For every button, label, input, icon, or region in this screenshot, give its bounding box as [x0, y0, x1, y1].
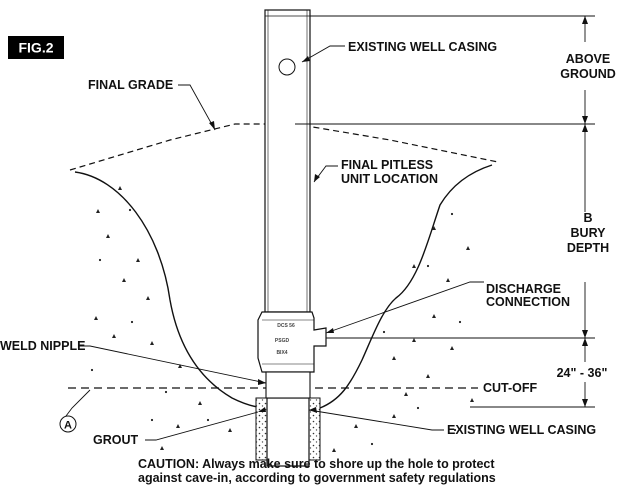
label-discharge-2: CONNECTION	[486, 295, 570, 309]
label-grout: GROUT	[93, 433, 139, 447]
dimension-lines	[295, 15, 595, 408]
label-existing-casing-top: EXISTING WELL CASING	[348, 40, 497, 54]
label-weld-nipple: WELD NIPPLE	[0, 339, 85, 353]
label-discharge-1: DISCHARGE	[486, 282, 561, 296]
dim-depth-range: 24" - 36"	[557, 366, 608, 380]
casing-vent-hole	[278, 58, 296, 76]
marker-a-circle	[59, 415, 77, 433]
fig-badge-label: FIG.2	[18, 40, 53, 56]
marker-a-label: A	[64, 420, 72, 432]
upper-well-casing	[264, 9, 311, 313]
dim-above-ground-2: GROUND	[560, 67, 616, 81]
unit-marking-3: BIX4	[276, 350, 287, 356]
unit-marking-2: PSGD	[275, 338, 290, 344]
fig-badge	[8, 36, 64, 59]
label-cut-off: CUT-OFF	[483, 381, 538, 395]
label-final-grade: FINAL GRADE	[88, 78, 173, 92]
dim-bury-3: DEPTH	[567, 241, 609, 255]
lower-well-casing	[266, 397, 310, 467]
leader-lines	[62, 45, 484, 441]
label-final-pitless-1: FINAL PITLESS	[341, 158, 433, 172]
leader-arrowheads	[209, 56, 334, 413]
dim-above-ground-1: ABOVE	[566, 52, 610, 66]
unit-marking-1: DCS 56	[277, 323, 295, 329]
soil-speckles	[90, 186, 474, 452]
pitless-unit: DCS 56 PSGD BIX4	[257, 311, 327, 373]
label-existing-casing-bottom: EXISTING WELL CASING	[447, 423, 596, 437]
excavation-outline	[74, 164, 493, 409]
dimension-arrows	[582, 16, 588, 407]
dim-bury-2: BURY	[571, 226, 607, 240]
weld-nipple	[265, 371, 311, 399]
caution-line-2: against cave-in, according to government…	[138, 471, 496, 485]
dim-bury-1: B	[583, 211, 592, 225]
caution-line-1: CAUTION: Always make sure to shore up th…	[138, 457, 495, 471]
label-final-pitless-2: UNIT LOCATION	[341, 172, 438, 186]
